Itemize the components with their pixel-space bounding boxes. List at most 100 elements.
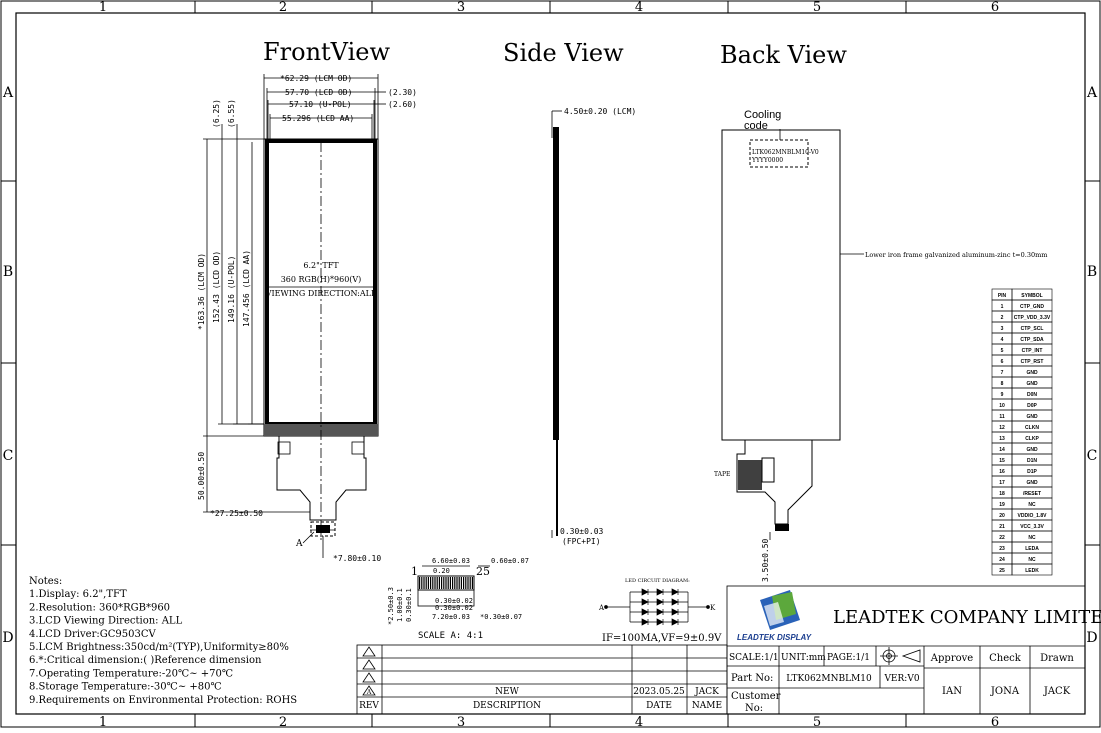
front-height-dims: [203, 124, 335, 558]
pin-number: 2: [1001, 315, 1004, 321]
pin-number: 15: [999, 458, 1005, 464]
note-line: Notes:: [29, 576, 62, 587]
dim-fpc-width: *7.80±0.10: [333, 554, 381, 563]
led-diode-icon: [671, 598, 679, 606]
approve-header: Approve: [930, 653, 973, 664]
led-cathode-label: K: [710, 604, 716, 612]
connector-pin: [456, 577, 458, 589]
customer-no-label: No:: [745, 703, 763, 714]
detail-dim-9: 1.00±0.1: [396, 588, 404, 622]
pin-symbol: GND: [1026, 381, 1038, 387]
led-diode-icon: [641, 618, 649, 626]
connector-pin: [443, 577, 445, 589]
name-header: NAME: [692, 701, 722, 711]
cooling-label: Cooling: [744, 109, 781, 121]
col-label-4: 4: [635, 0, 643, 15]
logo-text: LEADTEK DISPLAY: [737, 633, 812, 642]
detail-dim-10: 0.30±0.1: [405, 588, 413, 622]
pin-number: 17: [999, 480, 1005, 486]
connector-pin: [454, 577, 456, 589]
part-no-label: Part No:: [731, 673, 773, 684]
pin-symbol: GND: [1026, 447, 1038, 453]
rev-mark: A: [366, 689, 372, 696]
pin-number: 22: [999, 535, 1005, 541]
connector-pin: [436, 577, 438, 589]
symbol-header: SYMBOL: [1021, 293, 1042, 299]
front-view-title: FrontView: [263, 38, 390, 66]
unit-cell: UNIT:mm: [781, 653, 826, 663]
pin-number: 11: [999, 414, 1005, 420]
rev-date: 2023.05.25: [633, 687, 685, 697]
page-cell: PAGE:1/1: [827, 653, 870, 663]
row-label-b: B: [3, 264, 13, 280]
dim-lcm-od-height: *163.36 (LCM OD): [197, 253, 206, 330]
led-diode-icon: [641, 608, 649, 616]
customer-label: Customer: [731, 691, 781, 702]
desc-header: DESCRIPTION: [473, 701, 541, 711]
row-label-b-right: B: [1087, 264, 1097, 280]
tape-label: TAPE: [714, 471, 730, 478]
dim-side-2-30: (2.30): [388, 88, 417, 97]
pin-symbol: CTP_SCL: [1021, 326, 1044, 332]
dim-side-2-60: (2.60): [388, 100, 417, 109]
company-name: LEADTEK COMPANY LIMITED: [833, 607, 1101, 628]
pin-number: 3: [1001, 326, 1004, 332]
led-diode-icon: [656, 598, 664, 606]
pin-symbol: CTP_INT: [1022, 348, 1043, 354]
date-header: DATE: [646, 701, 672, 711]
pin-number: 1: [1001, 304, 1004, 310]
led-anode-label: A: [598, 604, 605, 612]
leadtek-logo: LEADTEK DISPLAY: [737, 590, 812, 642]
pin-symbol: VDDIO_1.8V: [1018, 513, 1048, 519]
front-view: 6.2" TFT 360 RGB(H)*960(V) VIEWING DIREC…: [197, 74, 417, 563]
led-diode-icon: [641, 588, 649, 596]
back-view: LTK062MNBLM10-V0 YYYY0000 Cooling code L…: [714, 109, 1047, 582]
pin-number: 25: [999, 568, 1005, 574]
detail-pin-25: 25: [476, 565, 490, 578]
led-if-vf: IF=100MA,VF=9±0.9V: [602, 633, 722, 644]
connector-pin: [465, 577, 467, 589]
connector-pin: [463, 577, 465, 589]
detail-dim-8: *2.50±0.3: [387, 587, 395, 625]
col-label-5-bottom: 5: [813, 715, 821, 728]
ver-value: VER:V0: [883, 674, 919, 684]
note-line: 2.Resolution: 360*RGB*960: [29, 602, 170, 613]
connector-pin: [419, 577, 421, 589]
drawn-header: Drawn: [1040, 653, 1074, 664]
front-center-size: 6.2" TFT: [303, 261, 339, 270]
pin-number: 18: [999, 491, 1005, 497]
connector-pin: [441, 577, 443, 589]
fpc-contacts: [316, 525, 330, 533]
pin-number: 14: [999, 447, 1005, 453]
pin-symbol: NC: [1028, 502, 1036, 508]
connector-pin: [452, 577, 454, 589]
front-center-res: 360 RGB(H)*960(V): [281, 275, 362, 284]
col-label-4-bottom: 4: [635, 715, 643, 728]
rev-desc: NEW: [495, 687, 519, 697]
notes: Notes: 1.Display: 6.2",TFT 2.Resolution: 3…: [29, 576, 297, 706]
dim-fpc-height: 50.00±0.50: [197, 452, 206, 500]
side-view: 4.50±0.20 (LCM) 0.30±0.03 (FPC+PI): [551, 107, 636, 546]
pin-number: 10: [999, 403, 1005, 409]
fpc-pad-right: [351, 441, 365, 455]
connector-pin: [460, 577, 462, 589]
frame-note: Lower iron frame galvanized aluminum-zin…: [865, 251, 1047, 259]
scale-cell: SCALE:1/1: [729, 653, 779, 663]
note-line: 1.Display: 6.2",TFT: [29, 589, 127, 600]
side-module: [553, 127, 559, 440]
rev-name: JACK: [694, 687, 719, 697]
dim-lcm-od-width: *62.29 (LCM OD): [280, 74, 352, 83]
row-labels: A B C D A B C D: [2, 85, 1098, 646]
note-line: 7.Operating Temperature:-20℃~ +70℃: [29, 668, 233, 679]
cooling-label-code: code: [744, 120, 768, 132]
dim-lcd-aa-width: 55.296 (LCD AA): [282, 114, 354, 123]
back-view-title: Back View: [720, 41, 847, 69]
led-circuit-title: LED CIRCUIT DIAGRAM:: [625, 578, 690, 584]
note-line: 3.LCD Viewing Direction: ALL: [29, 616, 183, 627]
note-line: 4.LCD Driver:GC9503CV: [29, 629, 156, 640]
title-block: [726, 585, 1086, 715]
pin-symbol: CTP_VDD_3.3V: [1014, 315, 1051, 321]
part-no-value: LTK062MNBLM10: [786, 674, 872, 684]
